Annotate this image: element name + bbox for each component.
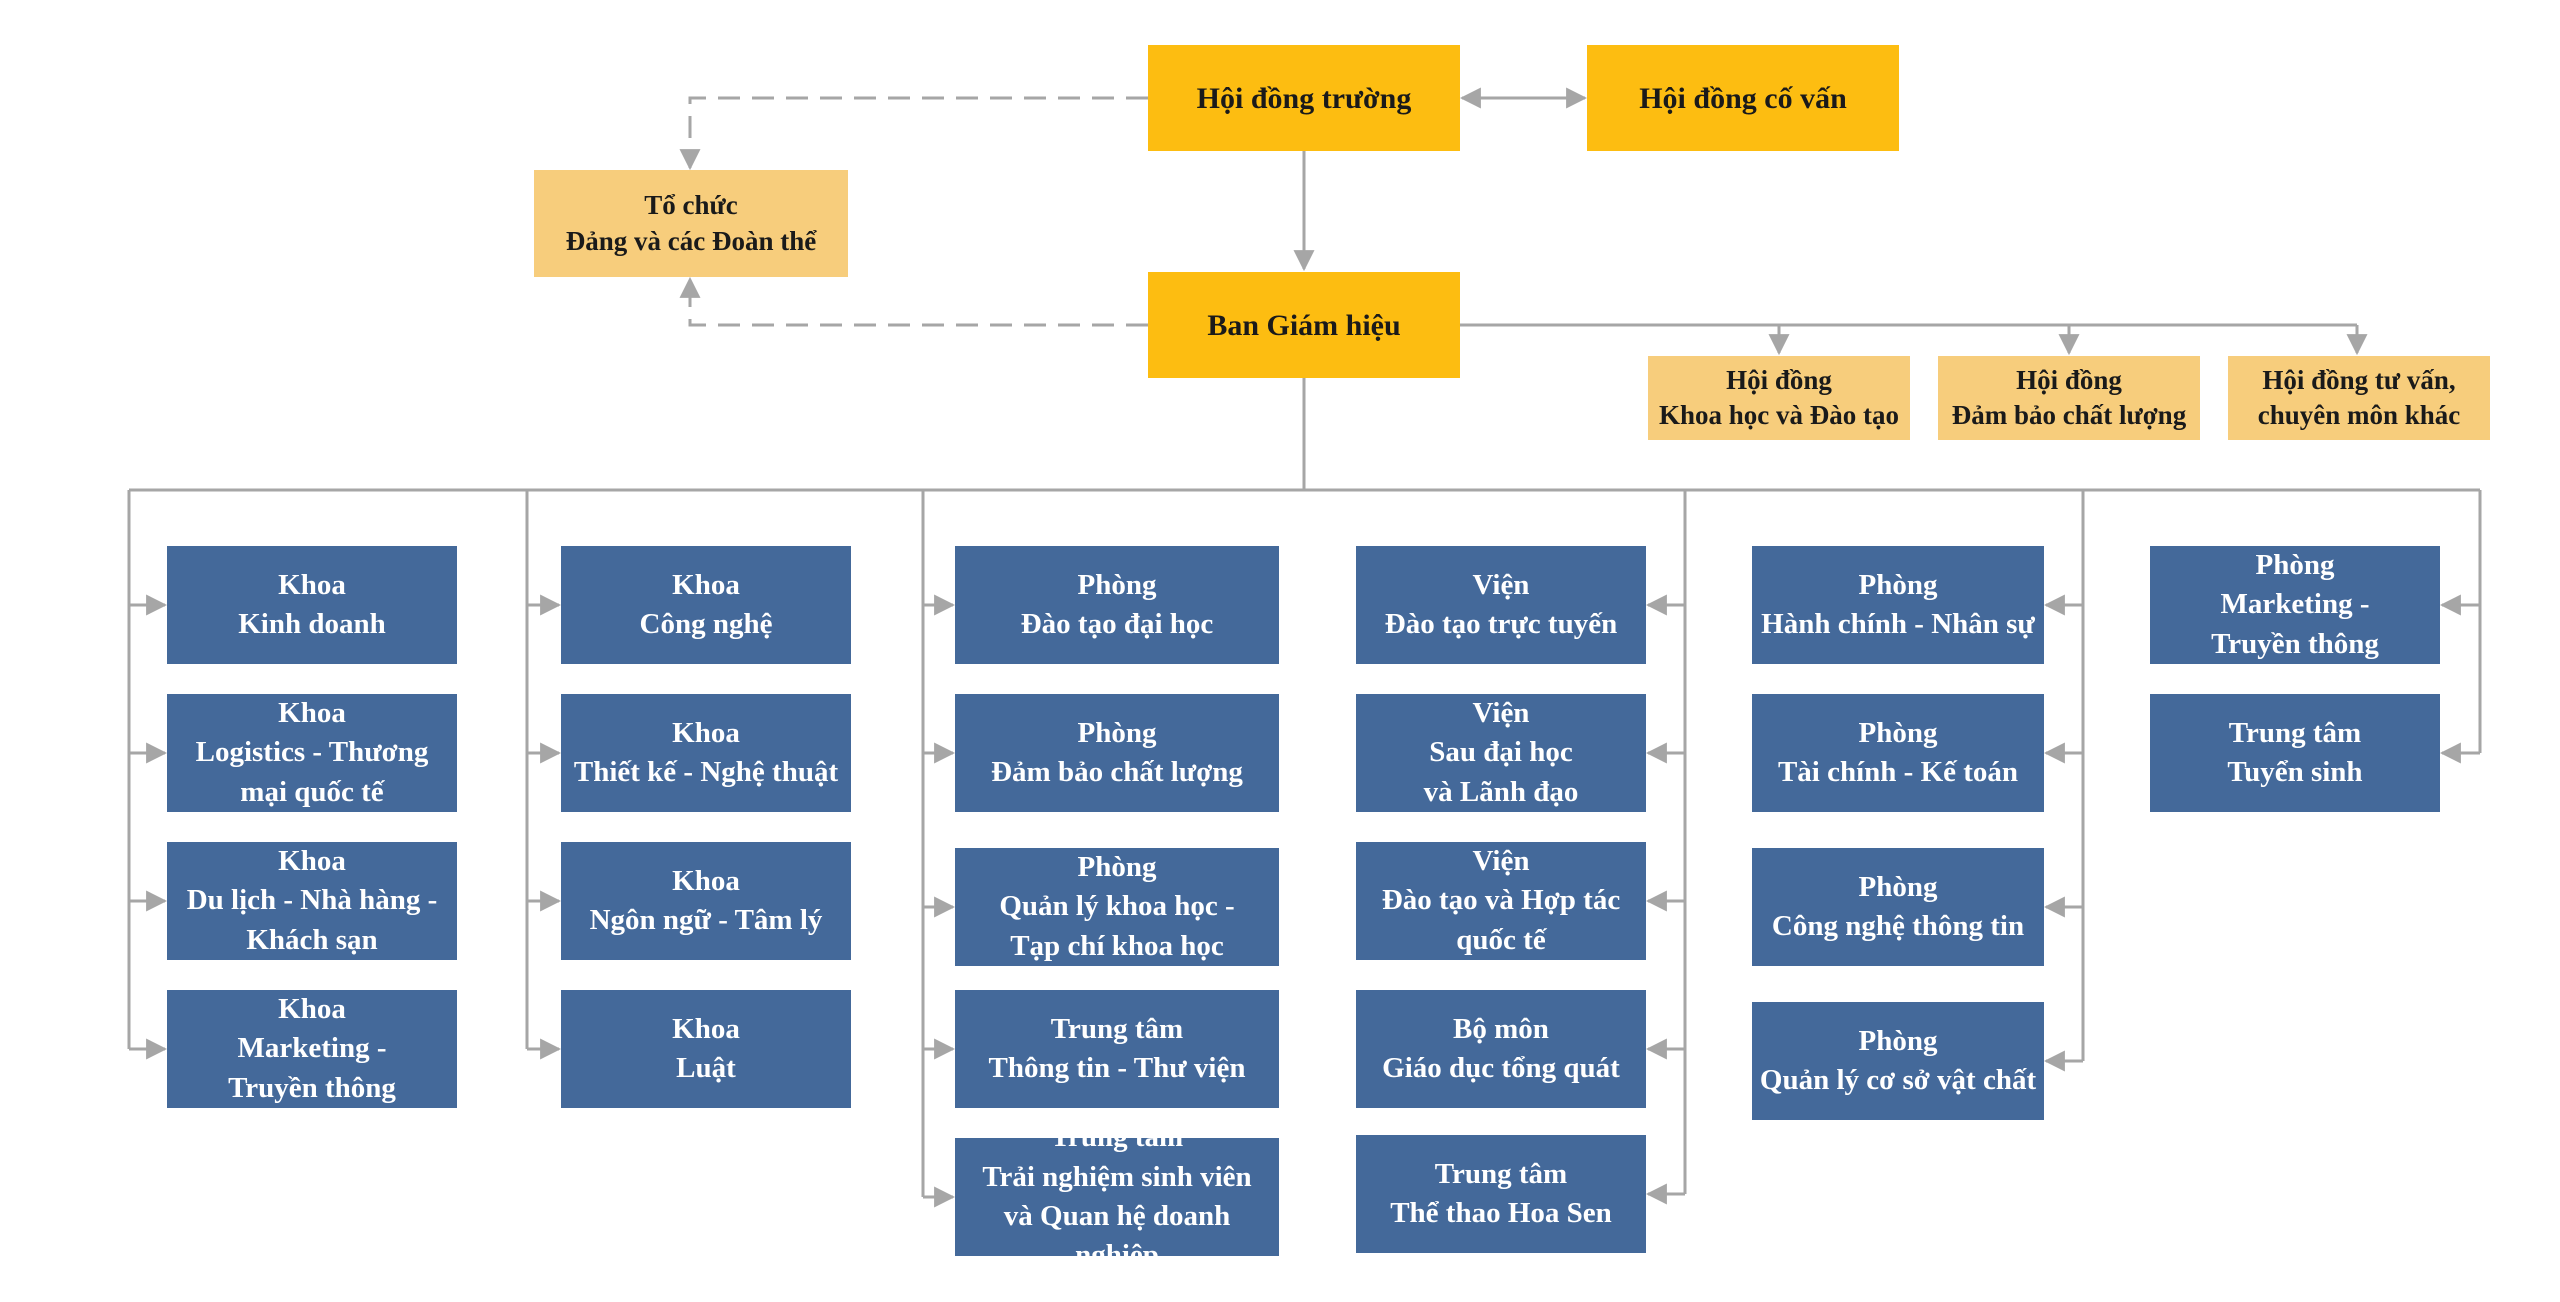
unit-label: Viện Đào tạo trực tuyến: [1384, 568, 1618, 640]
unit-label: Trung tâm Trải nghiệm sinh viên và Quan …: [982, 1121, 1252, 1272]
unit-box: Bộ môn Giáo dục tổng quát: [1356, 990, 1646, 1108]
unit-label: Viện Sau đại học và Lãnh đạo: [1423, 696, 1579, 808]
unit-label: Phòng Tài chính - Kế toán: [1777, 716, 2019, 788]
board-of-trustees-box: Hội đồng trường: [1148, 45, 1460, 151]
unit-label: Trung tâm Tuyển sinh: [2227, 716, 2363, 788]
council-label: Hội đồng Đảm bảo chất lượng: [1951, 364, 2187, 430]
unit-label: Khoa Luật: [672, 1012, 740, 1084]
unit-label: Phòng Marketing - Truyền thông: [2211, 548, 2379, 660]
unit-box: Khoa Luật: [561, 990, 851, 1108]
unit-box: Trung tâm Thể thao Hoa Sen: [1356, 1135, 1646, 1253]
party-union-box: Tổ chức Đảng và các Đoàn thể: [534, 170, 848, 277]
unit-box: Phòng Công nghệ thông tin: [1752, 848, 2044, 966]
council-label: Hội đồng Khoa học và Đào tạo: [1658, 364, 1899, 430]
unit-box: Khoa Công nghệ: [561, 546, 851, 664]
unit-label: Phòng Đảm bảo chất lượng: [991, 716, 1243, 788]
advisory-specialist-council-box: Hội đồng tư vấn, chuyên môn khác: [2228, 356, 2490, 440]
unit-label: Phòng Đào tạo đại học: [1020, 568, 1214, 640]
science-training-council-box: Hội đồng Khoa học và Đào tạo: [1648, 356, 1910, 440]
unit-label: Khoa Logistics - Thương mại quốc tế: [195, 696, 429, 808]
unit-box: Phòng Quản lý cơ sở vật chất: [1752, 1002, 2044, 1120]
unit-label: Khoa Ngôn ngữ - Tâm lý: [589, 864, 823, 936]
rectorate-party-link: [679, 276, 1148, 327]
unit-box: Phòng Tài chính - Kế toán: [1752, 694, 2044, 812]
quality-assurance-council-box: Hội đồng Đảm bảo chất lượng: [1938, 356, 2200, 440]
unit-box: Viện Sau đại học và Lãnh đạo: [1356, 694, 1646, 812]
unit-box: Khoa Ngôn ngữ - Tâm lý: [561, 842, 851, 960]
council-label: Hội đồng tư vấn, chuyên môn khác: [2257, 364, 2461, 430]
board-of-trustees-label: Hội đồng trường: [1196, 81, 1412, 115]
unit-label: Khoa Thiết kế - Nghệ thuật: [573, 716, 839, 788]
rectorate-box: Ban Giám hiệu: [1148, 272, 1460, 378]
party-union-label: Tổ chức Đảng và các Đoàn thể: [565, 190, 817, 256]
unit-box: Khoa Kinh doanh: [167, 546, 457, 664]
unit-box: Phòng Đảm bảo chất lượng: [955, 694, 1279, 812]
board-party-link: [679, 96, 1148, 171]
unit-box: Trung tâm Tuyển sinh: [2150, 694, 2440, 812]
unit-box: Phòng Marketing - Truyền thông: [2150, 546, 2440, 664]
unit-label: Khoa Kinh doanh: [238, 568, 386, 640]
unit-label: Phòng Quản lý khoa học - Tạp chí khoa họ…: [999, 850, 1235, 962]
unit-label: Khoa Công nghệ: [639, 568, 773, 640]
unit-box: Khoa Thiết kế - Nghệ thuật: [561, 694, 851, 812]
unit-box: Trung tâm Trải nghiệm sinh viên và Quan …: [955, 1121, 1279, 1271]
unit-label: Trung tâm Thông tin - Thư viện: [988, 1012, 1246, 1084]
unit-label: Khoa Marketing - Truyền thông: [228, 992, 396, 1104]
unit-box: Viện Đào tạo và Hợp tác quốc tế: [1356, 842, 1646, 960]
advisory-council-label: Hội đồng cố vấn: [1639, 81, 1847, 115]
unit-box: Phòng Đào tạo đại học: [955, 546, 1279, 664]
unit-box: Khoa Du lịch - Nhà hàng - Khách sạn: [167, 842, 457, 960]
rectorate-label: Ban Giám hiệu: [1207, 308, 1401, 342]
unit-label: Viện Đào tạo và Hợp tác quốc tế: [1381, 844, 1621, 956]
unit-box: Khoa Marketing - Truyền thông: [167, 990, 457, 1108]
unit-box: Khoa Logistics - Thương mại quốc tế: [167, 694, 457, 812]
advisory-council-box: Hội đồng cố vấn: [1587, 45, 1899, 151]
unit-label: Phòng Quản lý cơ sở vật chất: [1759, 1024, 2037, 1096]
unit-box: Phòng Quản lý khoa học - Tạp chí khoa họ…: [955, 848, 1279, 966]
unit-box: Trung tâm Thông tin - Thư viện: [955, 990, 1279, 1108]
unit-label: Khoa Du lịch - Nhà hàng - Khách sạn: [186, 844, 438, 956]
unit-label: Phòng Công nghệ thông tin: [1771, 870, 2025, 942]
unit-label: Trung tâm Thể thao Hoa Sen: [1390, 1157, 1612, 1229]
unit-label: Bộ môn Giáo dục tổng quát: [1382, 1012, 1620, 1084]
unit-box: Viện Đào tạo trực tuyến: [1356, 546, 1646, 664]
unit-box: Phòng Hành chính - Nhân sự: [1752, 546, 2044, 664]
unit-label: Phòng Hành chính - Nhân sự: [1761, 568, 2035, 640]
